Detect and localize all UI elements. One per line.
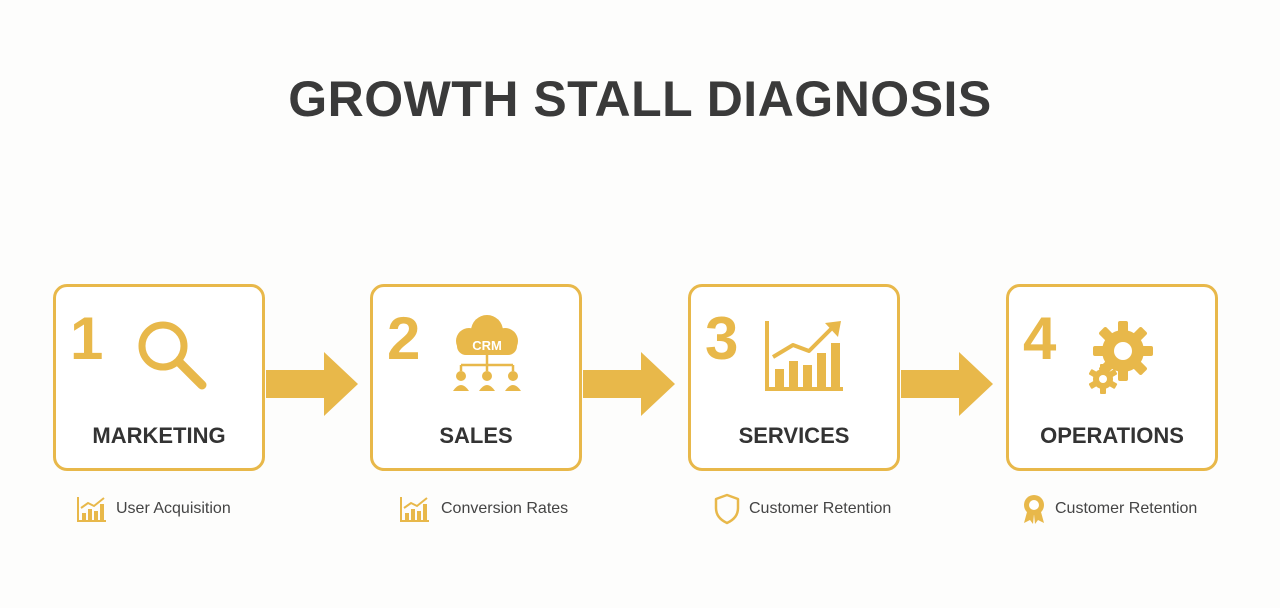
metric-label: User Acquisition xyxy=(116,500,231,517)
magnifying-glass-icon xyxy=(138,321,207,390)
bar-chart-icon xyxy=(77,497,106,522)
stage-label: OPERATIONS xyxy=(1040,423,1184,448)
stage-box-operations: 4 xyxy=(1006,284,1218,471)
metric-customer-retention-operations: Customer Retention xyxy=(1021,493,1197,525)
metric-customer-retention-services: Customer Retention xyxy=(713,493,891,525)
crm-cloud-network-icon: CRM xyxy=(453,315,521,391)
metric-user-acquisition: User Acquisition xyxy=(76,493,231,525)
stage-number: 3 xyxy=(705,305,739,372)
award-badge-icon xyxy=(1024,495,1044,524)
diagram-title: GROWTH STALL DIAGNOSIS xyxy=(288,71,992,127)
stage-box-sales: 2 CRM SALES xyxy=(370,284,582,471)
gears-icon xyxy=(1089,321,1153,394)
stage-box-marketing: 1 MARKETING xyxy=(53,284,265,471)
arrow-right-icon xyxy=(583,352,675,416)
bar-chart-icon xyxy=(400,497,429,522)
stage-number: 4 xyxy=(1023,305,1057,372)
growth-chart-icon xyxy=(765,321,843,391)
metric-label: Customer Retention xyxy=(1055,500,1198,517)
stage-number: 2 xyxy=(387,305,421,372)
metric-label: Conversion Rates xyxy=(441,500,569,517)
stage-box-services: 3 SERVICES xyxy=(688,284,900,471)
crm-text: CRM xyxy=(472,338,502,353)
metric-label: Customer Retention xyxy=(749,500,892,517)
stage-label: SERVICES xyxy=(738,423,850,448)
stage-label: SALES xyxy=(439,423,513,448)
metric-conversion-rates: Conversion Rates xyxy=(397,493,568,525)
shield-icon xyxy=(714,493,740,525)
stage-number: 1 xyxy=(70,305,104,372)
arrow-right-icon xyxy=(901,352,993,416)
stage-label: MARKETING xyxy=(92,423,226,448)
arrow-right-icon xyxy=(266,352,358,416)
